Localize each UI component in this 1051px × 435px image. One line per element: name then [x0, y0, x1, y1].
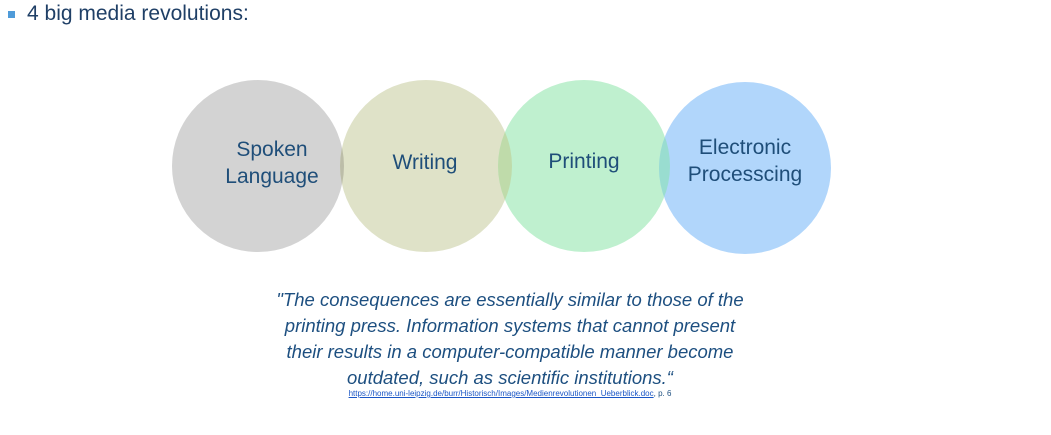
source-link[interactable]: https://home.uni-leipzig.de/burr/Histori… [348, 389, 654, 398]
quote-line: "The consequences are essentially simila… [276, 289, 744, 310]
label-electronic: Electronic [699, 136, 791, 159]
label-printing: Printing [548, 150, 619, 173]
quote-block: "The consequences are essentially simila… [230, 287, 790, 391]
source-page: , p. 6 [653, 389, 672, 398]
circle-electronic-processing [659, 82, 831, 254]
slide-heading: 4 big media revolutions: [8, 2, 249, 26]
label-spoken: Spoken [236, 138, 307, 161]
heading-text: 4 big media revolutions: [27, 2, 249, 25]
circle-printing [498, 80, 670, 252]
circle-spoken-language [172, 80, 344, 252]
label-processcing: Processcing [688, 163, 802, 186]
quote-line: printing press. Information systems that… [284, 315, 736, 336]
label-language: Language [225, 165, 318, 188]
square-bullet-icon [8, 10, 15, 18]
quote-line: outdated, such as scientific institution… [347, 367, 673, 388]
quote-line: their results in a computer-compatible m… [286, 341, 734, 362]
source-citation: https://home.uni-leipzig.de/burr/Histori… [230, 389, 790, 398]
media-revolutions-venn-diagram: Spoken Language Writing Printing Electro… [172, 80, 831, 254]
label-writing: Writing [393, 151, 458, 174]
circle-writing [340, 80, 512, 252]
